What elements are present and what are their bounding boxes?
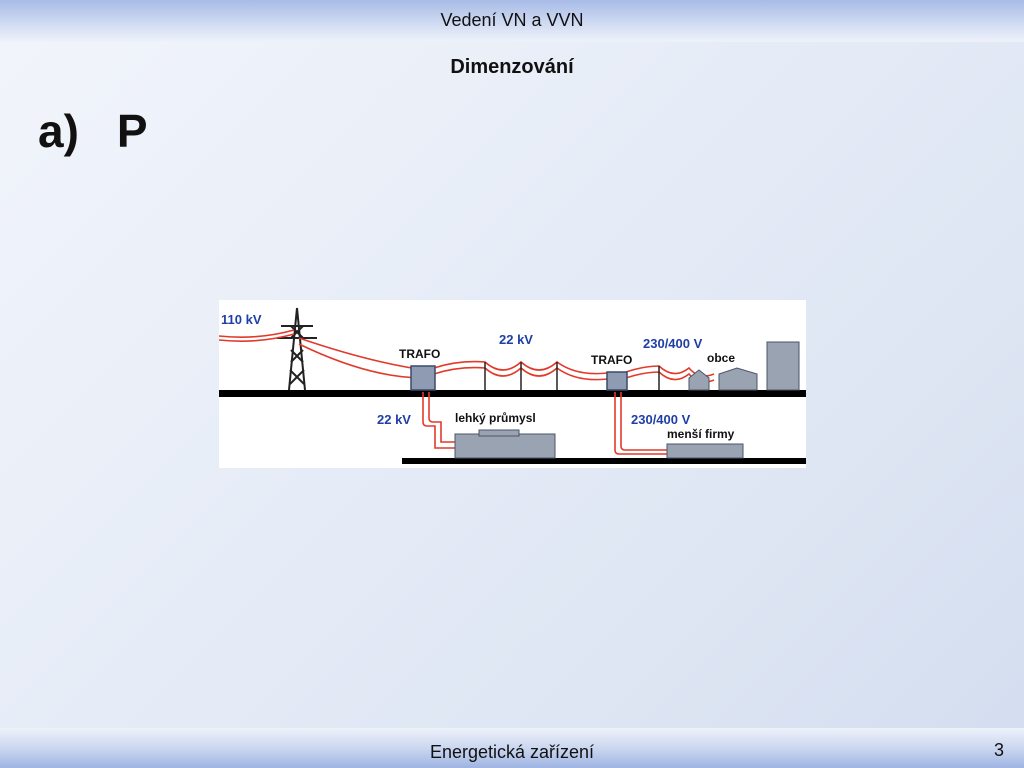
label-230-400v-overhead: 230/400 V xyxy=(643,336,703,351)
label-small-companies: menší firmy xyxy=(667,427,735,441)
label-municipalities: obce xyxy=(707,351,735,365)
heading-list-marker: a) xyxy=(38,105,79,157)
label-230-400v-underground: 230/400 V xyxy=(631,412,691,427)
distribution-poles xyxy=(484,362,660,390)
header-band xyxy=(0,0,1024,42)
label-trafo-1: TRAFO xyxy=(399,347,440,361)
heading-text: P xyxy=(116,105,148,157)
footer-text: Energetická zařízení xyxy=(429,742,595,762)
footer-band xyxy=(0,728,1024,768)
label-trafo-2: TRAFO xyxy=(591,353,632,367)
power-distribution-diagram: 110 kV TRAFO 22 kV TRAFO 230/400 V obce … xyxy=(219,300,806,468)
slide-heading: a) P xyxy=(38,104,148,158)
light-industry-building-icon xyxy=(454,429,556,459)
transmission-tower-icon xyxy=(277,307,317,391)
trafo-station-2-icon xyxy=(606,371,628,391)
label-22kv-underground: 22 kV xyxy=(377,412,411,427)
trafo-station-1-icon xyxy=(410,365,436,391)
municipality-buildings-icon xyxy=(688,341,800,391)
page-number: 3 xyxy=(993,740,1004,760)
label-22kv-overhead: 22 kV xyxy=(499,332,533,347)
upper-ground-line xyxy=(219,390,806,397)
small-companies-building-icon xyxy=(666,443,744,459)
lower-ground-line xyxy=(402,458,806,464)
label-light-industry: lehký průmysl xyxy=(455,411,536,425)
label-110kv: 110 kV xyxy=(221,312,262,327)
header-title: Vedení VN a VVN xyxy=(440,10,584,30)
slide-subtitle: Dimenzování xyxy=(450,56,574,78)
